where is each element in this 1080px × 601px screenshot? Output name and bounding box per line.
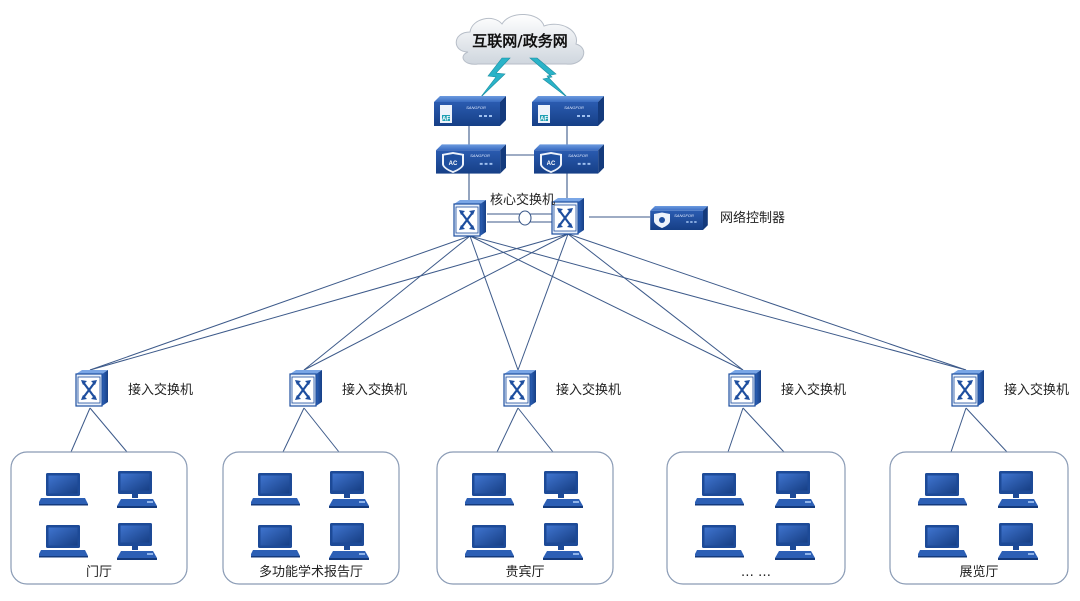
lightning-bolt-icon xyxy=(479,57,511,99)
desktop-icon xyxy=(775,523,815,560)
network-controller: SANGFOR xyxy=(650,206,708,230)
switch-icon xyxy=(950,370,986,408)
svg-text:SANGFOR: SANGFOR xyxy=(470,153,490,158)
group-label: … … xyxy=(741,565,771,580)
svg-text:AF: AF xyxy=(540,117,548,123)
svg-text:AC: AC xyxy=(449,161,458,167)
group-label: 展览厅 xyxy=(959,564,998,580)
lightning-bolt-icon xyxy=(529,57,569,99)
network-controller-label: 网络控制器 xyxy=(720,210,785,226)
terminal-group-5: 展览厅 xyxy=(889,451,1069,585)
desktop-icon xyxy=(543,523,583,560)
switch-icon xyxy=(288,370,324,408)
internet-cloud: 互联网/政务网 xyxy=(455,14,585,65)
desktop-icon xyxy=(998,523,1038,560)
firewall-device-2: AF SANGFOR xyxy=(532,96,604,126)
svg-text:SANGFOR: SANGFOR xyxy=(564,105,584,110)
svg-text:AF: AF xyxy=(442,117,450,123)
core-access-links xyxy=(89,233,967,371)
switch-icon xyxy=(502,370,538,408)
desktop-icon xyxy=(329,471,369,508)
access-switch-5: 接入交换机 xyxy=(950,370,1069,453)
svg-text:SANGFOR: SANGFOR xyxy=(568,153,588,158)
switch-icon xyxy=(74,370,110,408)
ac-device-2: AC SANGFOR xyxy=(534,144,604,174)
desktop-icon xyxy=(998,471,1038,508)
cloud-label: 互联网/政务网 xyxy=(472,32,567,50)
access-switch-4: 接入交换机 xyxy=(727,370,846,453)
group-label: 门厅 xyxy=(86,565,112,580)
access-switch-label: 接入交换机 xyxy=(1004,382,1069,398)
terminal-group-3: 贵宾厅 xyxy=(436,451,614,585)
terminal-group-1: 门厅 xyxy=(10,451,188,585)
access-switch-label: 接入交换机 xyxy=(781,382,846,398)
access-switch-2: 接入交换机 xyxy=(282,370,407,453)
core-switch-label: 核心交换机 xyxy=(490,192,555,208)
firewall-device-1: AF SANGFOR xyxy=(434,96,506,126)
access-switch-label: 接入交换机 xyxy=(556,382,621,398)
terminal-group-2: 多功能学术报告厅 xyxy=(222,451,400,585)
access-switch-label: 接入交换机 xyxy=(342,382,407,398)
desktop-icon xyxy=(329,523,369,560)
desktop-icon xyxy=(775,471,815,508)
ac-device-1: AC SANGFOR xyxy=(436,144,506,174)
svg-text:AC: AC xyxy=(547,161,556,167)
link-aggregation-icon xyxy=(518,210,532,226)
access-switch-label: 接入交换机 xyxy=(128,382,193,398)
desktop-icon xyxy=(543,471,583,508)
desktop-icon xyxy=(117,523,157,560)
core-switch-1-icon xyxy=(452,200,488,238)
svg-text:SANGFOR: SANGFOR xyxy=(674,213,694,218)
desktop-icon xyxy=(117,471,157,508)
access-switch-3: 接入交换机 xyxy=(496,370,621,453)
access-switch-1: 接入交换机 xyxy=(70,370,193,453)
svg-text:SANGFOR: SANGFOR xyxy=(466,105,486,110)
switch-icon xyxy=(727,370,763,408)
group-label: 贵宾厅 xyxy=(505,564,544,580)
terminal-group-4: … … xyxy=(666,451,846,585)
group-label: 多功能学术报告厅 xyxy=(259,564,363,580)
core-switch-2-icon xyxy=(550,198,586,236)
